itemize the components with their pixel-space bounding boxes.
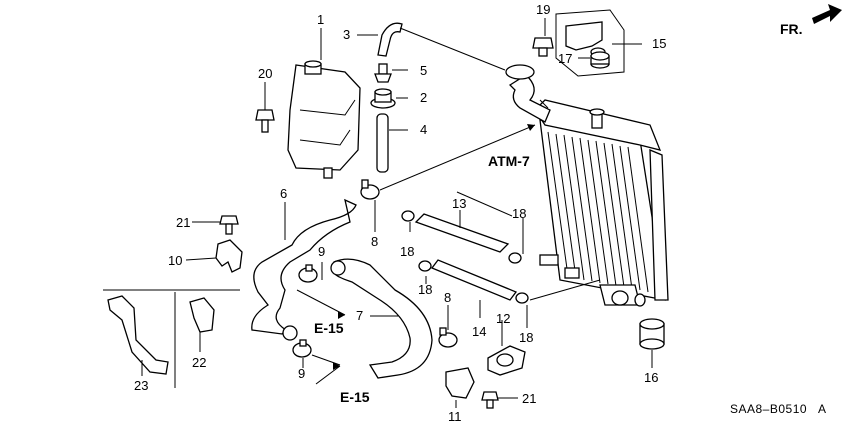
- grommet-2: [370, 88, 396, 109]
- bolt-19: [532, 37, 554, 57]
- hose-7: [333, 258, 433, 379]
- clamp-18-a: [401, 210, 415, 222]
- clamp-18-c: [418, 260, 432, 272]
- hose-13: [414, 213, 510, 253]
- direction-label: FR.: [780, 21, 803, 37]
- callout-18-a: 18: [512, 206, 526, 221]
- callout-17: 17: [558, 51, 572, 66]
- callout-2: 2: [420, 90, 427, 105]
- callout-5: 5: [420, 63, 427, 78]
- bolt-21-lower: [481, 391, 499, 409]
- diagram-suffix: A: [818, 402, 827, 416]
- callout-10: 10: [168, 253, 182, 268]
- callout-9-top: 9: [318, 244, 325, 259]
- callout-8-bottom: 8: [444, 290, 451, 305]
- bolt-20: [255, 88, 275, 133]
- hose-4: [376, 113, 389, 173]
- callout-12: 12: [496, 311, 510, 326]
- callout-6: 6: [280, 186, 287, 201]
- grommet-17: [590, 51, 610, 69]
- inset-box: [103, 289, 240, 388]
- callout-9-bottom: 9: [298, 366, 305, 381]
- ref-e-15-upper: E-15: [314, 320, 344, 336]
- clamp-8-bottom: [438, 327, 458, 348]
- radiator: [534, 99, 669, 307]
- hose-6: [251, 198, 357, 335]
- reserve-tank: [287, 60, 361, 179]
- cap-5: [374, 63, 392, 83]
- callout-11: 11: [448, 409, 462, 424]
- clip-11: [445, 367, 475, 399]
- callout-14: 14: [472, 324, 486, 339]
- callout-18-b: 18: [400, 244, 414, 259]
- callout-18-c: 18: [418, 282, 432, 297]
- callout-8-top: 8: [371, 234, 378, 249]
- ref-atm-7: ATM-7: [488, 153, 530, 169]
- leader-lines: [141, 18, 653, 408]
- callout-21-lower: 21: [522, 391, 536, 406]
- clamp-9-bottom: [292, 339, 312, 358]
- callout-7: 7: [356, 308, 363, 323]
- callout-15: 15: [652, 36, 666, 51]
- callout-13: 13: [452, 196, 466, 211]
- callout-16: 16: [644, 370, 658, 385]
- callout-4: 4: [420, 122, 427, 137]
- clamp-18-b: [508, 252, 522, 264]
- callout-23: 23: [134, 378, 148, 393]
- clip-10: [215, 239, 243, 273]
- radiator-core-fins: [547, 131, 649, 293]
- callout-1: 1: [317, 12, 324, 27]
- ref-e-15-lower: E-15: [340, 389, 370, 405]
- callout-18-d: 18: [519, 330, 533, 345]
- callout-3: 3: [343, 27, 350, 42]
- clamp-18-d: [515, 292, 529, 304]
- callout-20: 20: [258, 66, 272, 81]
- overflow-hose: [377, 22, 403, 57]
- bracket-12: [487, 345, 526, 376]
- clamp-8-top: [360, 179, 380, 200]
- hose-14: [430, 259, 518, 301]
- bracket-15: [555, 9, 625, 77]
- callout-21-upper: 21: [176, 215, 190, 230]
- callout-22: 22: [192, 355, 206, 370]
- bolt-21-upper: [219, 215, 239, 235]
- mount-16: [639, 318, 665, 350]
- callout-19: 19: [536, 2, 550, 17]
- upper-radiator-hose: [508, 74, 551, 123]
- clamp-9-top: [298, 264, 318, 283]
- diagram-code: SAA8–B0510: [730, 402, 807, 416]
- callout-numbers: 1 2 3 4 5 6 7 8 8 9 9 10 11 12 13 14 15 …: [134, 2, 666, 424]
- front-direction-arrow: FR.: [780, 4, 842, 37]
